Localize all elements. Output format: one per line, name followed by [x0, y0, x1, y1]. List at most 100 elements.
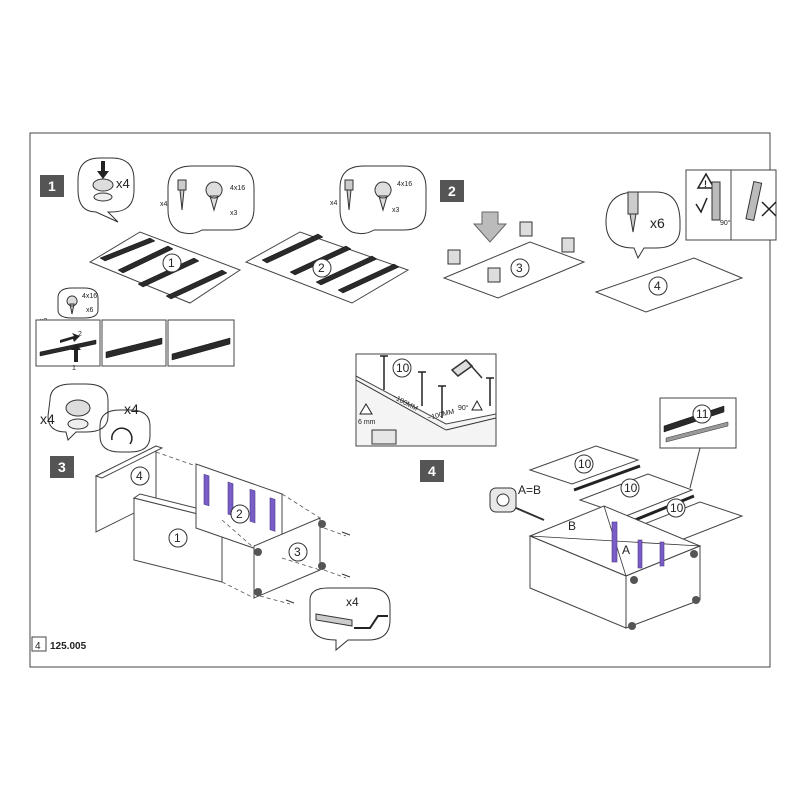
cam-callout: x4	[77, 157, 135, 223]
down-arrow-icon	[97, 161, 109, 179]
part-3-label: 3	[294, 545, 301, 559]
cross-icon	[761, 201, 777, 217]
allen-key-icon	[354, 615, 388, 629]
step-3: 3 x4 x4 4 1	[40, 383, 391, 652]
cam-callout-a: x4	[40, 383, 109, 441]
cam-qty-b: x4	[124, 401, 139, 417]
part-1-label: 1	[168, 256, 175, 270]
angle-label: 90°	[720, 219, 731, 227]
nail-icon	[438, 385, 446, 418]
cam-callout-b: x4	[99, 401, 151, 453]
part-4-label: 4	[136, 469, 143, 483]
nail-icon	[380, 355, 388, 390]
dowel-qty-b: x4	[330, 200, 338, 207]
gap-label: 6 mm	[358, 419, 376, 426]
part-10-label: 10	[396, 361, 410, 375]
part-4-circle	[130, 466, 150, 486]
cam-bolt-icon	[315, 613, 353, 627]
dowel-warning-detail: ! 90°	[685, 169, 777, 241]
part-2-circle	[312, 258, 332, 278]
part-3-circle	[510, 258, 530, 278]
warning-icon	[696, 172, 716, 189]
screw-qty-b: x3	[392, 207, 400, 214]
drawer-bottom-board-2: 2	[244, 231, 410, 304]
arrow-label-2: 2	[78, 331, 82, 338]
product-code: 125.005	[50, 641, 87, 652]
flip-arrow-icon	[472, 211, 508, 243]
arrow-icon	[71, 344, 81, 362]
nail-icon	[418, 371, 426, 406]
dowel-qty-a: x4	[160, 201, 168, 208]
cam-lock-icon	[65, 399, 91, 417]
rotate-arrow-icon	[111, 427, 133, 445]
tape-measure: A=B	[489, 483, 545, 521]
part-11-label: 11	[696, 407, 709, 421]
step-4-badge	[420, 460, 444, 482]
dowel-callout: x6	[605, 191, 681, 260]
part-1-circle	[162, 253, 182, 273]
dowel-icon	[177, 179, 187, 211]
warning-icon	[471, 399, 483, 411]
part-2-label: 2	[236, 507, 243, 521]
drawer-bottom-board-1: 1	[88, 231, 242, 304]
dowel-qty: x6	[650, 215, 665, 231]
rail-detail: 4x16 x6 x3 2 1	[35, 287, 235, 372]
screw-icon	[374, 181, 392, 212]
diag-b-label: B	[568, 519, 576, 533]
screw-qty-a: x3	[230, 210, 238, 217]
part-11-circle	[692, 404, 712, 424]
step-2-label: 2	[448, 183, 456, 199]
part-3-label: 3	[516, 261, 523, 275]
screw-icon	[66, 295, 78, 315]
allen-key-callout: x4	[309, 587, 391, 652]
page-number: 4	[35, 641, 41, 652]
step-4: 4 10 ~100MM ~100MM 6 mm 90° 10	[355, 353, 744, 630]
step-2-badge	[440, 180, 464, 202]
base-panel-3: 3	[442, 221, 586, 299]
dowel-icon	[627, 191, 639, 233]
base-panel-4: 4	[594, 257, 744, 313]
detail-screw-size: 4x16	[82, 293, 97, 300]
step-1-label: 1	[48, 178, 56, 194]
tool-qty: x4	[346, 595, 359, 609]
svg-text:!: !	[704, 179, 707, 189]
step-3-label: 3	[58, 459, 66, 475]
part-2-circle	[230, 504, 250, 524]
page-frame	[29, 132, 771, 668]
arrow-icon	[60, 333, 80, 343]
hammer-icon	[450, 359, 483, 379]
cam-qty-a: x4	[40, 411, 55, 427]
joint-strip-detail: 11	[659, 397, 737, 489]
panel-label-3: 10	[670, 501, 684, 515]
part-3-circle	[288, 542, 308, 562]
step-1: 1 x4 4x16 x3 x4 1	[35, 157, 427, 372]
side-panel-3: 3	[253, 517, 326, 599]
screw-callout-a: 4x16 x3 x4	[160, 165, 255, 235]
part-10-circle	[574, 454, 594, 474]
part-1-label: 1	[174, 531, 181, 545]
step-2: 2 3 x6 4 ! 90°	[440, 169, 777, 313]
part-10-circle	[666, 498, 686, 518]
warning-icon	[359, 403, 373, 415]
part-1-circle	[168, 528, 188, 548]
angle-label: 90°	[458, 404, 469, 412]
step-3-badge	[50, 456, 74, 478]
cam-lock-icon	[92, 178, 114, 192]
panel-label-1: 10	[578, 457, 592, 471]
side-panel-2: 2	[195, 463, 283, 559]
back-panel-nailing-detail: 10 ~100MM ~100MM 6 mm 90°	[355, 353, 497, 447]
part-10-circle	[392, 358, 412, 378]
arrow-label-1: 1	[72, 365, 76, 372]
cam-qty: x4	[116, 176, 130, 191]
dowel-icon	[344, 179, 354, 211]
part-4-circle	[648, 276, 668, 296]
screw-icon	[205, 181, 223, 212]
page-number-box	[31, 636, 47, 652]
checkmark-icon	[695, 197, 708, 214]
screw-callout-b: 4x16 x3 x4	[330, 165, 427, 235]
back-panel: 4	[94, 445, 164, 533]
step-1-badge	[40, 175, 64, 197]
diag-a-label: A	[622, 543, 630, 557]
step-4-label: 4	[428, 463, 436, 479]
